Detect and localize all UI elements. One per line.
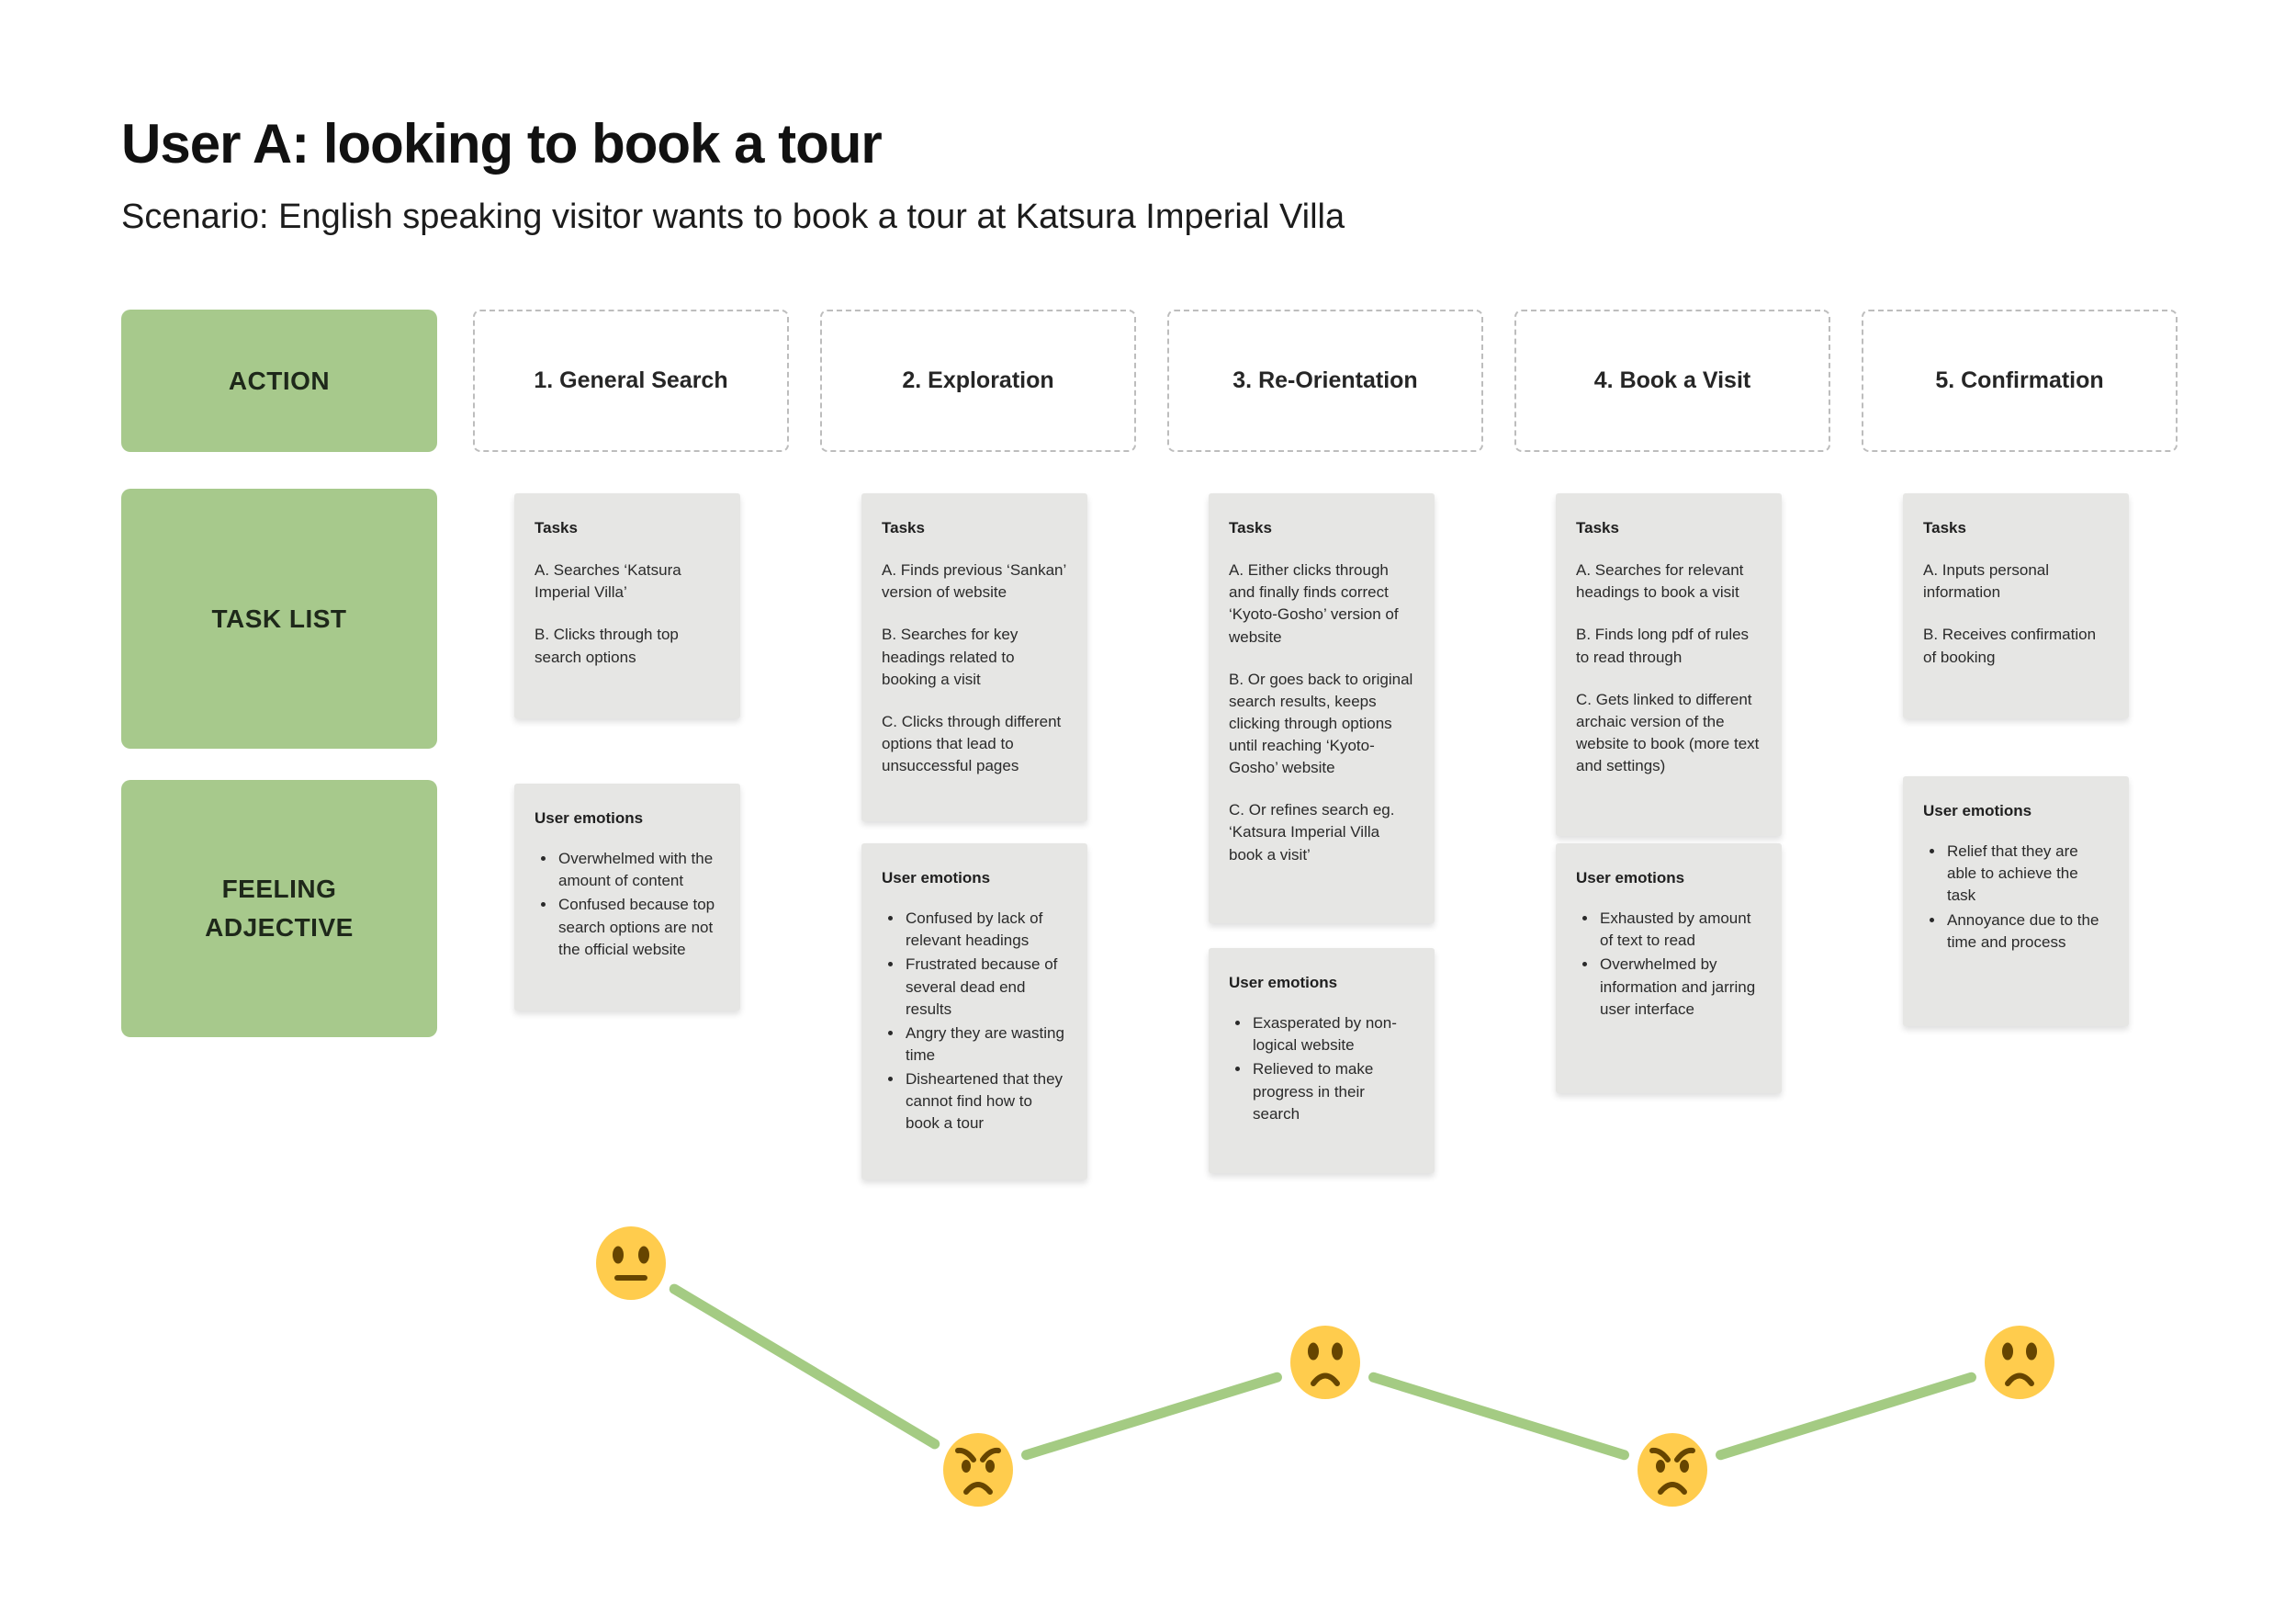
row-label-task-list-text: TASK LIST bbox=[211, 604, 347, 633]
stage-column-3: 3. Re-Orientation Tasks A. Either clicks… bbox=[1167, 0, 1483, 1615]
row-label-feeling-adjective-text: FEELING ADJECTIVE bbox=[205, 875, 354, 942]
task-item: A. Inputs personal information bbox=[1923, 561, 2050, 602]
emotion-item: Confused because top search options are … bbox=[557, 894, 720, 960]
emotions-card-title: User emotions bbox=[1229, 974, 1338, 991]
page-title: User A: looking to book a tour bbox=[121, 113, 883, 175]
stage-column-4: 4. Book a Visit Tasks A. Searches for re… bbox=[1514, 0, 1830, 1615]
page-subtitle: Scenario: English speaking visitor wants… bbox=[121, 198, 1345, 236]
emotion-list: Relief that they are able to achieve the… bbox=[1923, 841, 2109, 954]
emotions-card: User emotions Exhausted by amount of tex… bbox=[1556, 843, 1782, 1093]
tasks-card-title: Tasks bbox=[535, 519, 578, 536]
emotion-list: Exasperated by non-logical websiteReliev… bbox=[1229, 1012, 1414, 1125]
stage-column-5: 5. Confirmation Tasks A. Inputs personal… bbox=[1862, 0, 2178, 1615]
task-item: B. Searches for key headings related to … bbox=[882, 626, 1019, 688]
emotions-card-title: User emotions bbox=[882, 869, 991, 887]
row-label-action: ACTION bbox=[121, 310, 437, 452]
stage-header-box: 1. General Search bbox=[473, 310, 789, 452]
emotion-item: Frustrated because of several dead end r… bbox=[904, 954, 1067, 1020]
task-item: B. Or goes back to original search resul… bbox=[1229, 670, 1413, 777]
stage-header-box: 2. Exploration bbox=[820, 310, 1136, 452]
task-item: C. Gets linked to different archaic vers… bbox=[1576, 690, 1760, 774]
tasks-card: Tasks A. Inputs personal information B. R… bbox=[1903, 493, 2129, 718]
emotions-card: User emotions Relief that they are able … bbox=[1903, 776, 2129, 1026]
stage-header-label: 1. General Search bbox=[534, 367, 728, 393]
emotions-card: User emotions Exasperated by non-logical… bbox=[1209, 948, 1435, 1173]
task-item: B. Receives confirmation of booking bbox=[1923, 626, 2097, 666]
task-item: A. Finds previous ‘Sankan’ version of we… bbox=[882, 561, 1066, 602]
tasks-card-title: Tasks bbox=[882, 519, 925, 536]
tasks-card: Tasks A. Finds previous ‘Sankan’ version… bbox=[861, 493, 1087, 821]
tasks-card-title: Tasks bbox=[1229, 519, 1272, 536]
task-item: B. Clicks through top search options bbox=[535, 626, 679, 666]
task-list: A. Searches ‘Katsura Imperial Villa’ B. C… bbox=[535, 559, 720, 669]
stage-header-box: 4. Book a Visit bbox=[1514, 310, 1830, 452]
row-label-task-list: TASK LIST bbox=[121, 489, 437, 749]
stage-header-label: 2. Exploration bbox=[902, 367, 1054, 393]
emotion-list: Confused by lack of relevant headingsFru… bbox=[882, 908, 1067, 1135]
row-label-action-text: ACTION bbox=[228, 366, 331, 395]
tasks-card-title: Tasks bbox=[1923, 519, 1966, 536]
emotion-item: Overwhelmed by information and jarring u… bbox=[1598, 954, 1761, 1020]
stage-header-label: 3. Re-Orientation bbox=[1232, 367, 1418, 393]
emotion-item: Exasperated by non-logical website bbox=[1251, 1012, 1414, 1056]
task-list: A. Inputs personal information B. Receive… bbox=[1923, 559, 2109, 669]
tasks-card: Tasks A. Either clicks through and final… bbox=[1209, 493, 1435, 923]
emotion-item: Confused by lack of relevant headings bbox=[904, 908, 1067, 952]
task-item: A. Searches for relevant headings to boo… bbox=[1576, 561, 1744, 602]
emotion-item: Relief that they are able to achieve the… bbox=[1945, 841, 2109, 907]
stage-column-2: 2. Exploration Tasks A. Finds previous ‘… bbox=[820, 0, 1136, 1615]
emotion-list: Overwhelmed with the amount of contentCo… bbox=[535, 848, 720, 961]
emotions-card-title: User emotions bbox=[1923, 802, 2032, 819]
stage-header-box: 3. Re-Orientation bbox=[1167, 310, 1483, 452]
task-list: A. Searches for relevant headings to boo… bbox=[1576, 559, 1761, 777]
task-item: C. Or refines search eg. ‘Katsura Imperi… bbox=[1229, 801, 1395, 864]
row-label-feeling-adjective: FEELING ADJECTIVE bbox=[121, 780, 437, 1037]
task-list: A. Finds previous ‘Sankan’ version of we… bbox=[882, 559, 1067, 777]
emotion-item: Exhausted by amount of text to read bbox=[1598, 908, 1761, 952]
emotion-item: Relieved to make progress in their searc… bbox=[1251, 1058, 1414, 1124]
tasks-card: Tasks A. Searches for relevant headings … bbox=[1556, 493, 1782, 836]
emotions-card: User emotions Confused by lack of releva… bbox=[861, 843, 1087, 1180]
task-list: A. Either clicks through and finally fin… bbox=[1229, 559, 1414, 866]
stage-column-1: 1. General Search Tasks A. Searches ‘Kat… bbox=[473, 0, 789, 1615]
emotion-item: Angry they are wasting time bbox=[904, 1022, 1067, 1067]
stage-header-box: 5. Confirmation bbox=[1862, 310, 2178, 452]
emotion-list: Exhausted by amount of text to readOverw… bbox=[1576, 908, 1761, 1021]
tasks-card-title: Tasks bbox=[1576, 519, 1619, 536]
emotions-card-title: User emotions bbox=[1576, 869, 1685, 887]
stage-header-label: 5. Confirmation bbox=[1935, 367, 2104, 393]
task-item: A. Searches ‘Katsura Imperial Villa’ bbox=[535, 561, 681, 602]
emotion-item: Overwhelmed with the amount of content bbox=[557, 848, 720, 892]
emotions-card-title: User emotions bbox=[535, 809, 644, 827]
emotions-card: User emotions Overwhelmed with the amoun… bbox=[514, 784, 740, 1011]
stage-header-label: 4. Book a Visit bbox=[1593, 367, 1751, 393]
task-item: A. Either clicks through and finally fin… bbox=[1229, 561, 1399, 646]
emotion-item: Annoyance due to the time and process bbox=[1945, 909, 2109, 954]
task-item: B. Finds long pdf of rules to read throu… bbox=[1576, 626, 1750, 666]
task-item: C. Clicks through different options that… bbox=[882, 712, 1062, 774]
emotion-item: Disheartened that they cannot find how t… bbox=[904, 1068, 1067, 1135]
tasks-card: Tasks A. Searches ‘Katsura Imperial Vill… bbox=[514, 493, 740, 718]
